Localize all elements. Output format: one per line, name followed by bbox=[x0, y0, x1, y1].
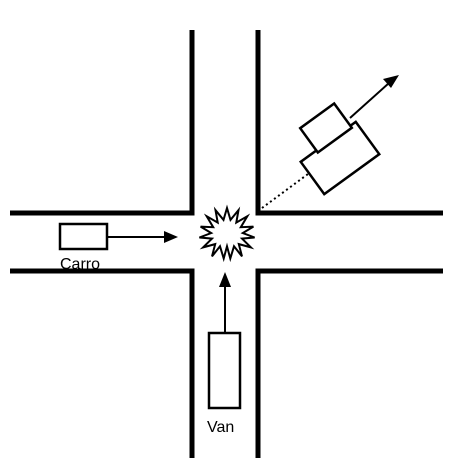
collision-burst-icon bbox=[199, 204, 255, 263]
van-label: Van bbox=[207, 419, 234, 436]
van-direction-arrowhead bbox=[219, 272, 231, 287]
van: Van bbox=[207, 272, 242, 436]
road-edge-top-left bbox=[10, 30, 195, 216]
car-direction-arrowhead bbox=[164, 231, 178, 243]
deflected-vehicle-arrowhead bbox=[383, 75, 399, 88]
road-edge-bottom-right bbox=[255, 268, 443, 458]
road-edges bbox=[10, 30, 443, 458]
deflected-vehicle bbox=[261, 75, 399, 209]
road-edge-bottom-left bbox=[10, 268, 195, 458]
van-body bbox=[207, 331, 242, 410]
deflection-trajectory-dotted bbox=[261, 173, 309, 209]
car-body bbox=[58, 222, 109, 251]
car: Carro bbox=[58, 222, 178, 273]
car-label: Carro bbox=[60, 256, 100, 273]
deflected-vehicle-body-upper bbox=[298, 101, 354, 155]
road-edge-top-right bbox=[255, 30, 443, 216]
deflected-vehicle-arrow-shaft bbox=[349, 82, 390, 119]
